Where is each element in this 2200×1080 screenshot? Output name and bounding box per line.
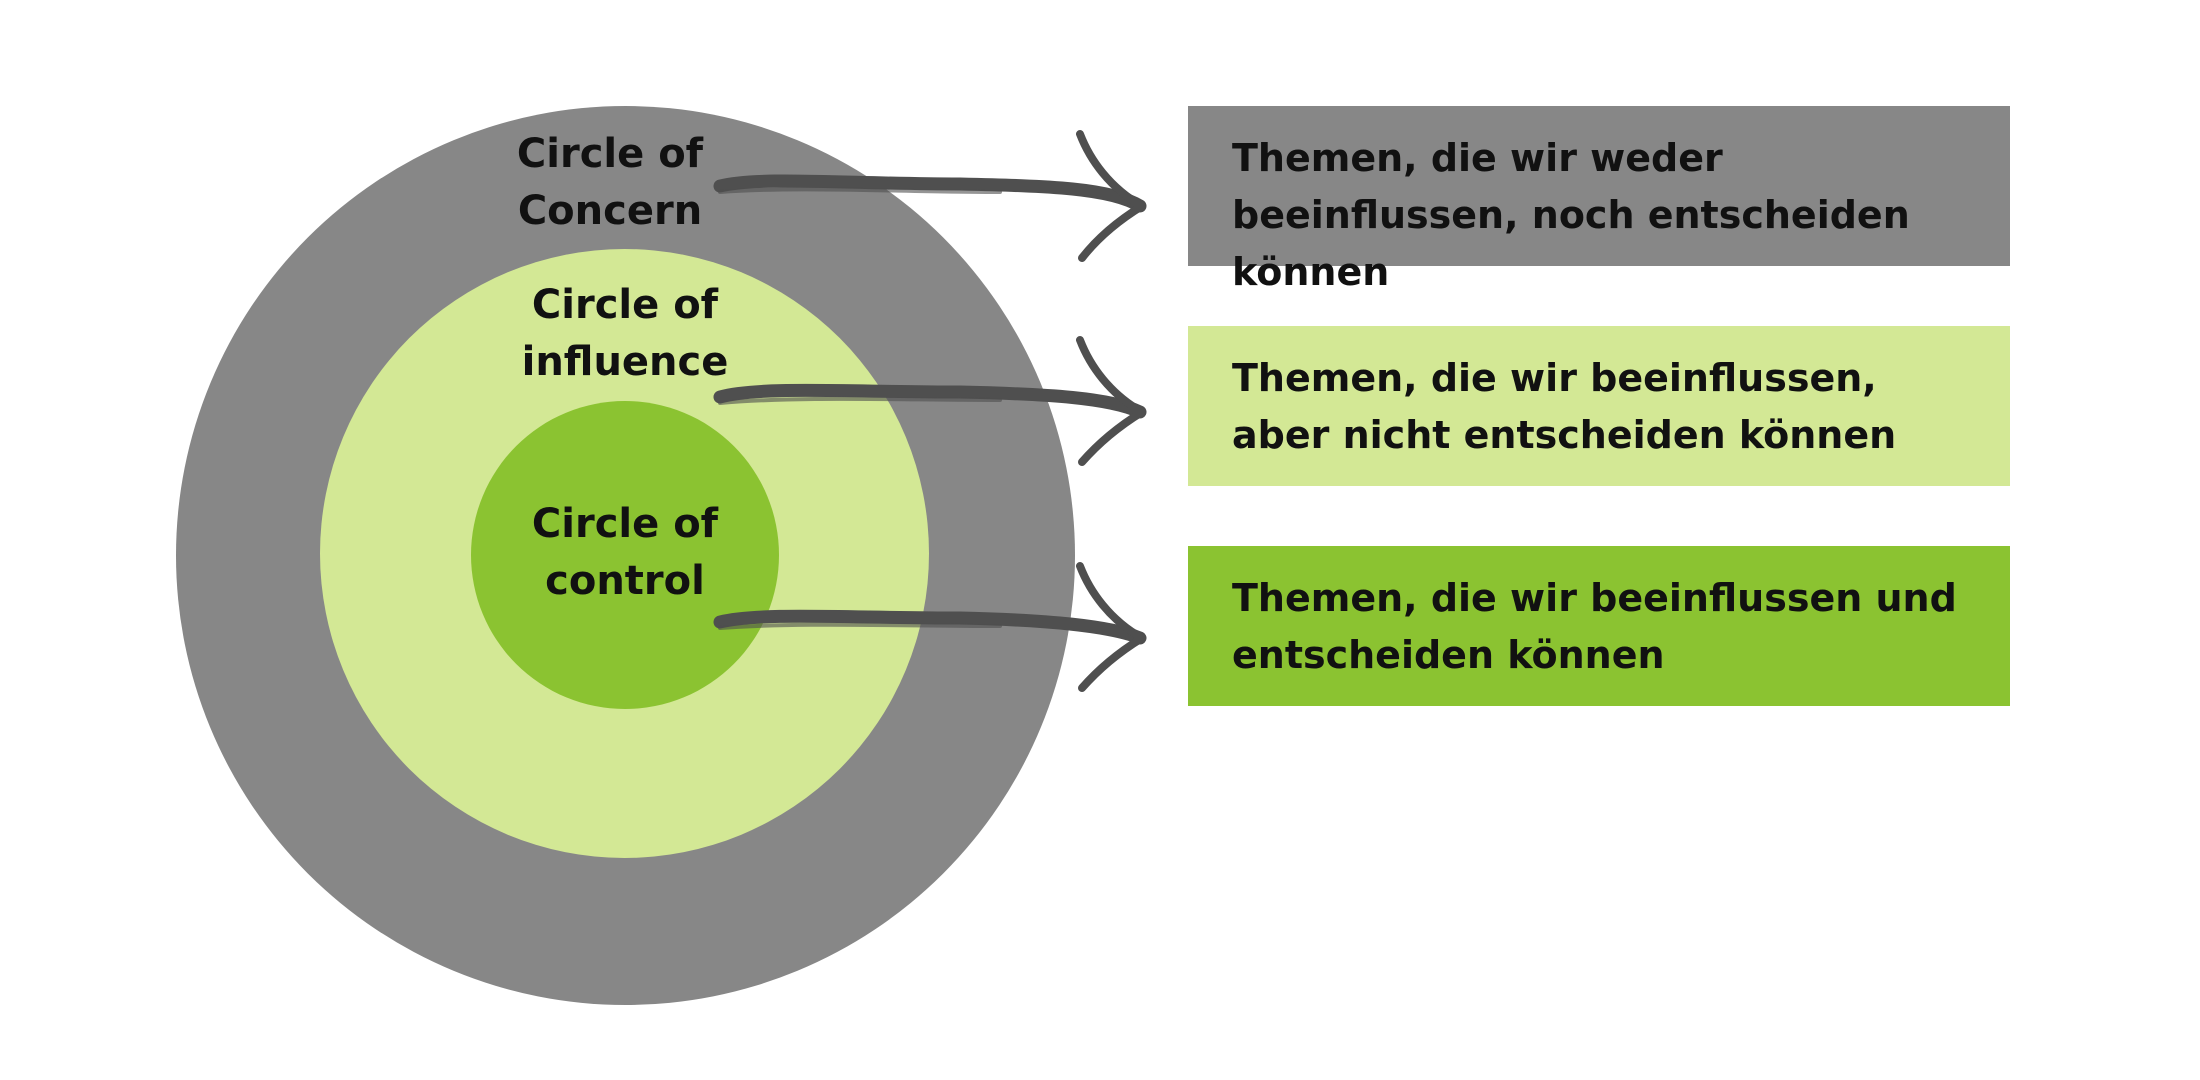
circle-of-control-label: Circle of control	[510, 496, 740, 610]
circle-of-control-label-line2: control	[545, 558, 705, 604]
arrow-concern-icon	[713, 130, 1147, 262]
circle-of-influence-label: Circle of influence	[510, 277, 740, 391]
control-description-text: Themen, die wir beeinflussen und entsche…	[1232, 576, 1957, 677]
arrow-control-icon	[713, 562, 1147, 692]
circle-of-control	[471, 401, 779, 709]
control-description-box: Themen, die wir beeinflussen und entsche…	[1188, 546, 2010, 706]
arrow-influence-icon	[713, 336, 1147, 466]
circle-of-concern-label: Circle of Concern	[500, 126, 720, 240]
circle-of-control-label-line1: Circle of	[531, 501, 719, 547]
circle-of-concern-label-line2: Concern	[517, 188, 703, 234]
influence-description-box: Themen, die wir beeinflussen, aber nicht…	[1188, 326, 2010, 486]
concern-description-box: Themen, die wir weder beeinflussen, noch…	[1188, 106, 2010, 294]
circle-of-influence-label-line2: influence	[521, 339, 729, 385]
circle-of-influence-label-line1: Circle of	[531, 282, 719, 328]
circle-of-concern-label-line1: Circle of	[516, 131, 704, 177]
concern-description-text: Themen, die wir weder beeinflussen, noch…	[1232, 136, 1910, 294]
influence-description-text: Themen, die wir beeinflussen, aber nicht…	[1232, 356, 1897, 457]
